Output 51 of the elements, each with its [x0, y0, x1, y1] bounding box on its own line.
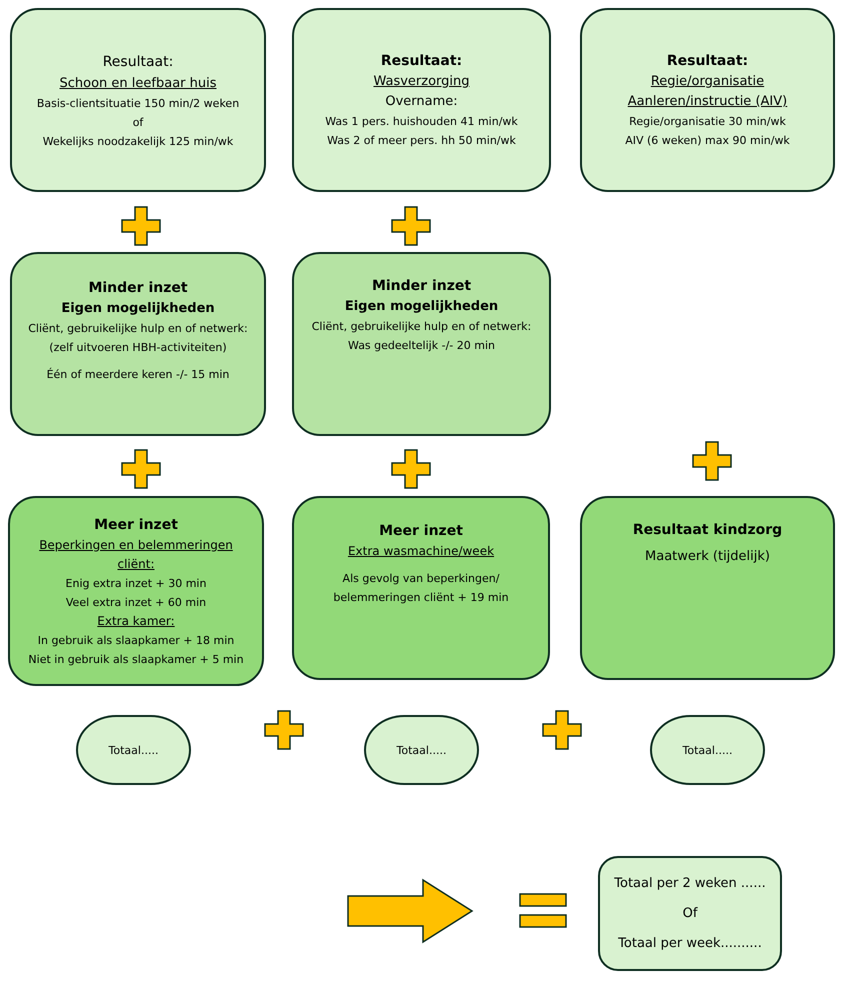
heading-text: Minder inzet	[372, 277, 472, 296]
body-text: Wekelijks noodzakelijk 125 min/wk	[42, 134, 234, 150]
result-card	[292, 8, 551, 192]
subheading-text: Extra kamer:	[97, 612, 175, 630]
heading-text: Resultaat:	[666, 52, 748, 71]
heading-text: Meer inzet	[379, 522, 463, 540]
body-text: Één of meerdere keren -/- 15 min	[46, 366, 230, 382]
body-text: Regie/organisatie 30 min/wk	[629, 114, 786, 130]
body-text: Niet in gebruik als slaapkamer + 5 min	[28, 652, 244, 668]
heading-text: Resultaat:	[380, 52, 462, 71]
reduction-card	[10, 252, 266, 436]
body-text: Was gedeeltelijk -/- 20 min	[348, 338, 495, 354]
increase-card	[292, 496, 550, 680]
body-text: Of	[682, 904, 698, 922]
subheading-text: Eigen mogelijkheden	[344, 298, 498, 316]
reduction-card	[292, 252, 551, 436]
heading-text: Resultaat:	[102, 52, 174, 72]
body-text: Totaal.....	[108, 742, 158, 758]
heading-text: Minder inzet	[88, 278, 188, 298]
subheading-text: Aanleren/instructie (AIV)	[628, 93, 788, 111]
body-text: Cliënt, gebruikelijke hulp en of netwerk:	[28, 320, 248, 336]
body-text: Maatwerk (tijdelijk)	[645, 548, 770, 566]
body-text: Enig extra inzet + 30 min	[66, 576, 206, 592]
body-text: In gebruik als slaapkamer + 18 min	[38, 632, 234, 648]
body-text: Cliënt, gebruikelijke hulp en of netwerk:	[312, 319, 532, 335]
grand-total-box	[598, 856, 782, 971]
body-text: Totaal per week..........	[618, 934, 762, 952]
body-text: of	[132, 114, 144, 130]
subheading-text: Wasverzorging	[373, 73, 470, 91]
subheading-text: Schoon en leefbaar huis	[60, 74, 216, 92]
heading-text: Resultaat kindzorg	[632, 521, 782, 540]
result-card	[580, 8, 835, 192]
subheading-text: Extra wasmachine/week	[348, 542, 494, 560]
result-card	[580, 496, 835, 680]
body-text: Was 1 pers. huishouden 41 min/wk	[325, 114, 518, 130]
subheading-text: Beperkingen en belemmeringen cliënt:	[38, 536, 234, 572]
body-text: Was 2 of meer pers. hh 50 min/wk	[327, 133, 516, 149]
increase-card	[8, 496, 264, 686]
subheading-text: Regie/organisatie	[650, 73, 764, 91]
body-text: Basis-clientsituatie 150 min/2 weken	[36, 96, 240, 112]
body-text: Als gevolg van beperkingen/ belemmeringen cliënt + 19 min	[332, 570, 510, 606]
subheading-text: Eigen mogelijkheden	[61, 300, 215, 318]
body-text: AIV (6 weken) max 90 min/wk	[625, 133, 790, 149]
heading-text: Meer inzet	[94, 516, 178, 534]
body-text: Totaal.....	[682, 742, 732, 758]
body-text: Totaal.....	[396, 742, 446, 758]
body-text: Veel extra inzet + 60 min	[66, 594, 206, 610]
result-card	[10, 8, 266, 192]
body-text: Totaal per 2 weken ......	[614, 874, 766, 892]
body-text: (zelf uitvoeren HBH-activiteiten)	[49, 340, 227, 356]
body-text: Overname:	[385, 93, 458, 111]
